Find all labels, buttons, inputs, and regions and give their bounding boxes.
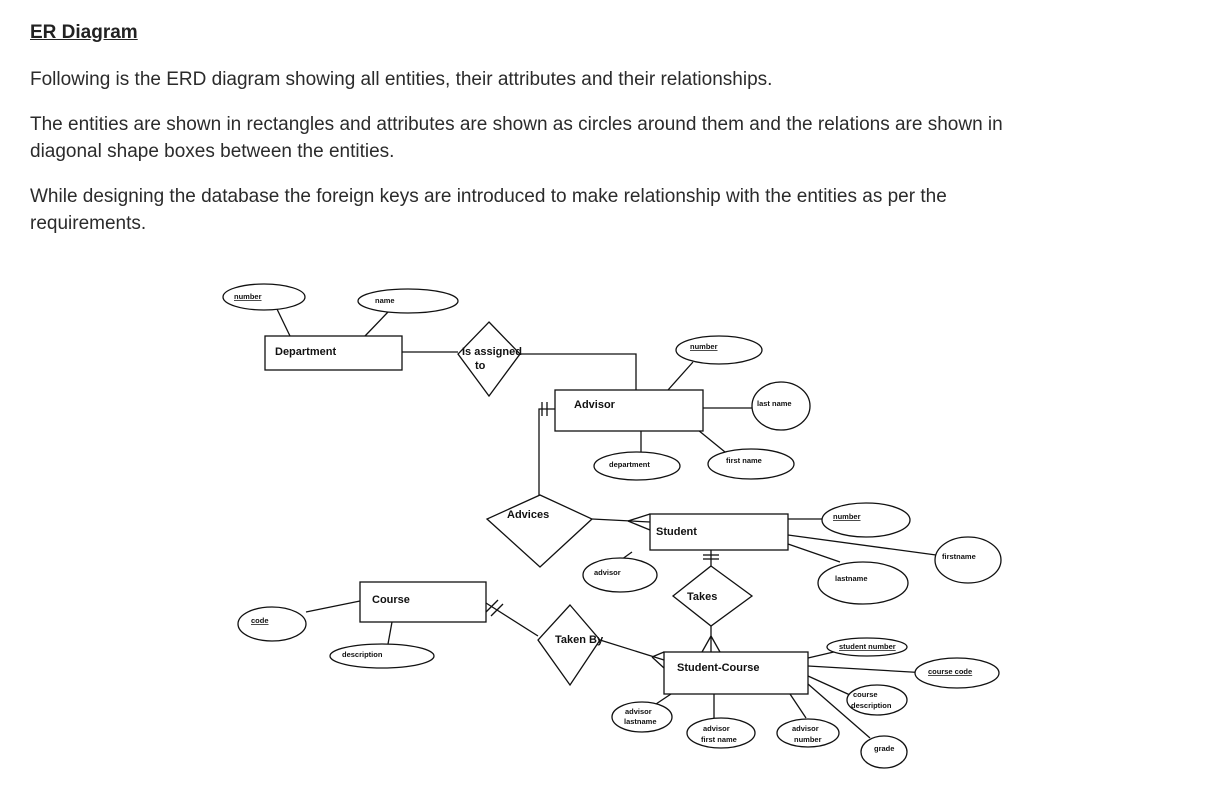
entity-label-student-course: Student-Course xyxy=(677,662,760,674)
entity-department: Department xyxy=(264,335,403,371)
attribute-course-code: code xyxy=(237,606,307,642)
connector-taken-by-student-course xyxy=(599,639,665,661)
attribute-label-course-description: description xyxy=(342,650,383,659)
course-cardinality-tick-1 xyxy=(485,599,499,613)
attribute-sc-grade: grade xyxy=(860,735,908,769)
attribute-advisor-number: number xyxy=(675,335,763,365)
attribute-student-lastname: lastname xyxy=(817,561,909,605)
legend-paragraph: The entities are shown in rectangles and… xyxy=(30,114,1003,162)
attribute-label-sc-advisor-2: advisor xyxy=(703,724,730,733)
connector-advisor-advices xyxy=(538,408,555,495)
connector-sc-advisor-number xyxy=(789,693,807,719)
attribute-department-name: name xyxy=(357,288,459,314)
connector-department-name xyxy=(364,311,389,337)
attribute-sc-course-description: course description xyxy=(846,684,908,716)
relationship-is-assigned-to: Is assigned to xyxy=(457,321,522,398)
connector-department-number xyxy=(275,306,291,337)
attribute-sc-advisor-lastname: advisor lastname xyxy=(611,701,673,733)
attribute-label-advisor-first-name: first name xyxy=(726,456,762,465)
attribute-advisor-department: department xyxy=(593,451,681,481)
attribute-label-sc-number: number xyxy=(794,735,822,744)
attribute-label-course-code: code xyxy=(251,616,269,625)
intro-paragraph: Following is the ERD diagram showing all… xyxy=(30,69,773,90)
attribute-label-department-name: name xyxy=(375,296,395,305)
attribute-student-number: number xyxy=(821,502,911,538)
relationship-takes: Takes xyxy=(671,565,754,627)
attribute-sc-course-code: course code xyxy=(914,657,1000,689)
connector-advices-student xyxy=(591,518,651,523)
connector-sc-grade xyxy=(807,683,871,739)
attribute-student-firstname: firstname xyxy=(934,536,1002,584)
taken-by-crowfoot-top xyxy=(651,651,665,658)
relationship-advices: Advices xyxy=(485,494,594,568)
attribute-advisor-first-name: first name xyxy=(707,448,795,480)
connector-advisor-first-name xyxy=(697,429,726,453)
attribute-label-sc-advisor-3: advisor xyxy=(792,724,819,733)
student-crowfoot-bottom xyxy=(627,520,651,531)
entity-course: Course xyxy=(359,581,487,623)
connector-course-description xyxy=(387,621,393,645)
attribute-label-sc-student-number: student number xyxy=(839,642,896,651)
entity-student-course: Student-Course xyxy=(663,651,809,695)
student-course-crowfoot-left xyxy=(701,635,712,653)
attribute-label-student-lastname: lastname xyxy=(835,574,868,583)
attribute-label-department-number: number xyxy=(234,292,262,301)
attribute-sc-student-number: student number xyxy=(826,637,908,657)
relationship-taken-by: Taken By xyxy=(537,604,604,687)
attribute-label-advisor-last-name: last name xyxy=(757,399,792,408)
attribute-sc-advisor-first-name: advisor first name xyxy=(686,717,756,749)
connector-student-lastname xyxy=(787,543,841,563)
attribute-label-sc-lastname: lastname xyxy=(624,717,657,726)
connector-course-code xyxy=(305,600,361,613)
entity-label-course: Course xyxy=(372,594,410,606)
attribute-label-sc-grade: grade xyxy=(874,744,894,753)
relationship-label-takes: Takes xyxy=(687,591,717,603)
relationship-label-taken-by: Taken By xyxy=(555,634,604,646)
attribute-advisor-last-name: last name xyxy=(751,381,811,431)
entity-student: Student xyxy=(649,513,789,551)
attribute-label-sc-course-code: course code xyxy=(928,667,972,676)
entity-label-department: Department xyxy=(275,346,336,358)
attribute-label-sc-course: course xyxy=(853,690,878,699)
attribute-student-advisor: advisor xyxy=(582,557,658,593)
connector-sc-course-description xyxy=(807,675,851,696)
page-title: ER Diagram xyxy=(30,22,138,43)
attribute-label-advisor-number: number xyxy=(690,342,718,351)
attribute-department-number: number xyxy=(222,283,306,311)
attribute-label-student-number: number xyxy=(833,512,861,521)
student-crowfoot-top xyxy=(627,513,651,522)
attribute-course-description: description xyxy=(329,643,435,669)
entity-label-advisor: Advisor xyxy=(574,399,616,411)
relationship-label-is-assigned: Is assigned xyxy=(462,346,522,358)
attribute-label-student-firstname: firstname xyxy=(942,552,976,561)
relationship-label-advices: Advices xyxy=(507,509,549,521)
relationship-label-to: to xyxy=(475,360,486,372)
entity-label-student: Student xyxy=(656,526,697,538)
student-course-crowfoot-right xyxy=(710,635,721,653)
entity-advisor: Advisor xyxy=(554,389,704,432)
attribute-label-sc-advisor-1: advisor xyxy=(625,707,652,716)
course-cardinality-tick-2 xyxy=(490,603,504,617)
connector-advisor-number xyxy=(667,361,694,391)
connector-sc-course-code xyxy=(807,665,929,674)
attribute-label-sc-description: description xyxy=(851,701,892,710)
attribute-label-advisor-department: department xyxy=(609,460,650,469)
document-body: ER Diagram Following is the ERD diagram … xyxy=(30,22,1030,255)
attribute-label-student-advisor: advisor xyxy=(594,568,621,577)
foreign-key-paragraph: While designing the database the foreign… xyxy=(30,186,947,234)
attribute-sc-advisor-number: advisor number xyxy=(776,718,840,748)
connector-course-taken-by xyxy=(485,602,539,637)
connector-student-firstname xyxy=(787,534,937,556)
attribute-label-sc-first-name: first name xyxy=(701,735,737,744)
taken-by-crowfoot-bottom xyxy=(651,656,665,669)
connector-is-assigned-advisor xyxy=(520,353,637,390)
